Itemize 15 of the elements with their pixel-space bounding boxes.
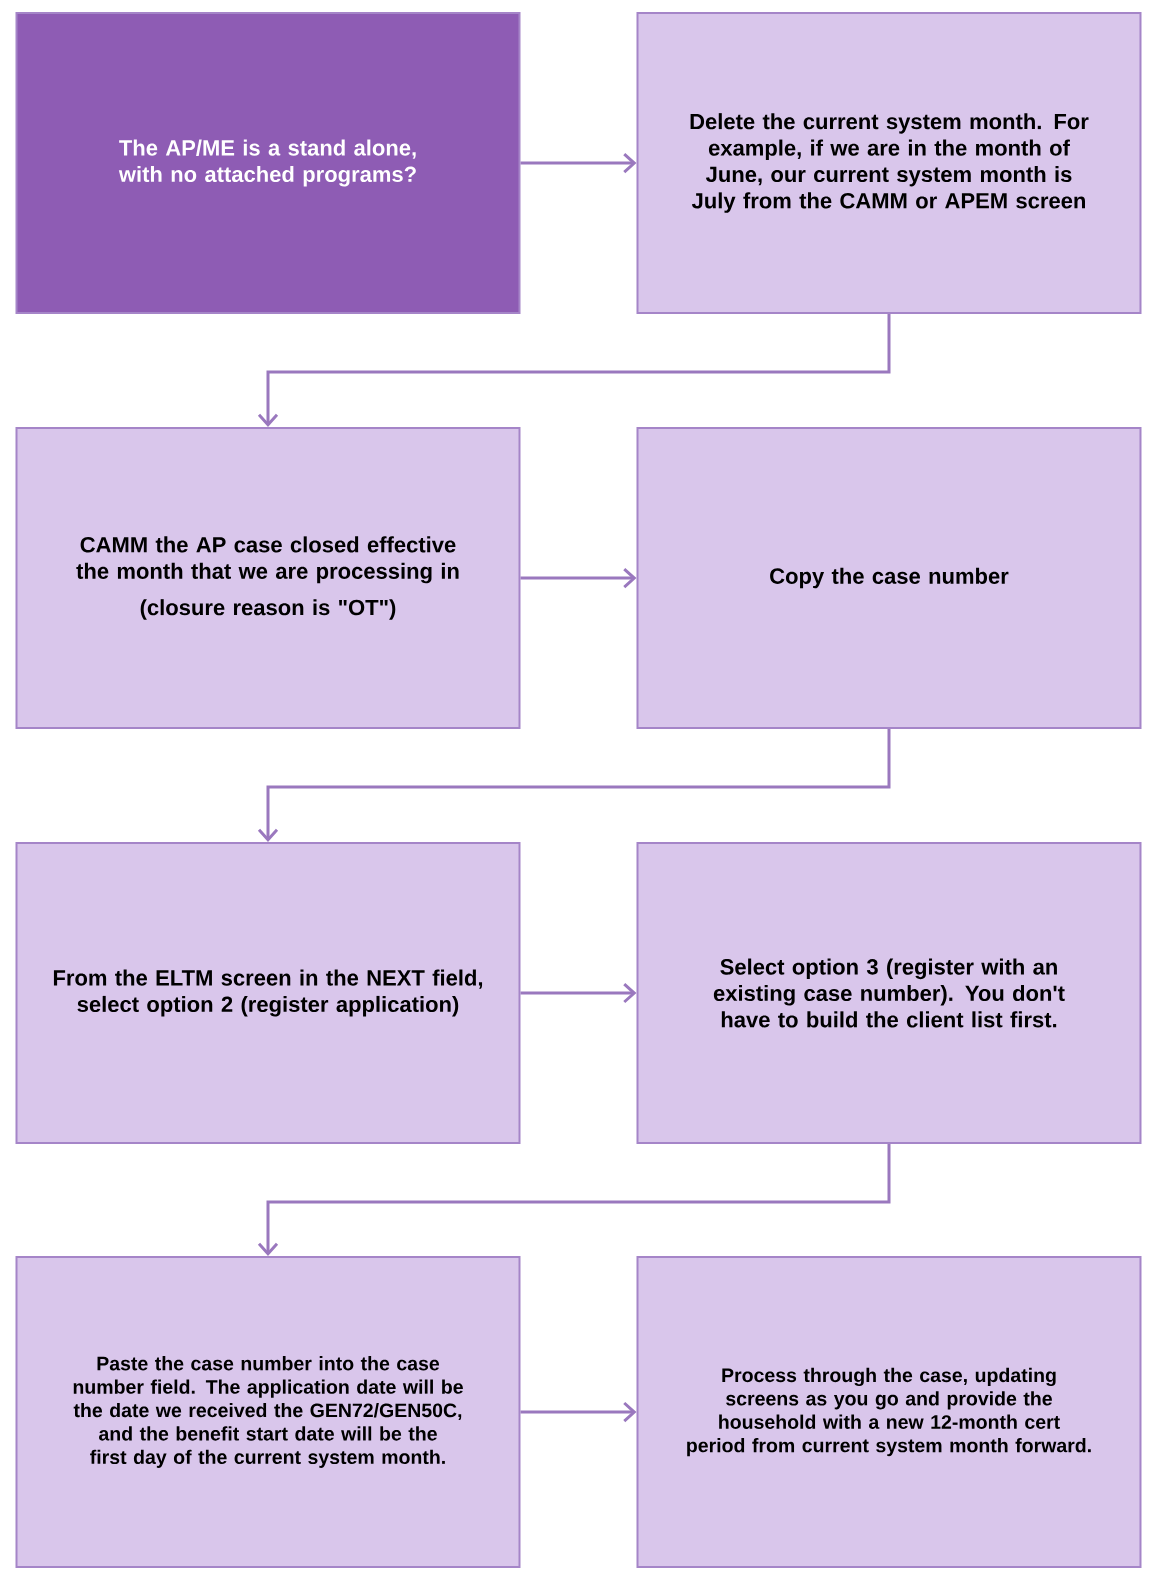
arrow xyxy=(520,1401,637,1423)
process-box: Select option 3 (register with an existing case number). You don't have to build the client list first. xyxy=(636,842,1142,1144)
process-box: Paste the case number into the case number field. The application date will be the date we received the GEN72/GEN50C, and the benefit start date will be the first day of the current system month. xyxy=(15,1256,521,1568)
arrow xyxy=(520,567,637,589)
process-box: CAMM the AP case closed effective the month that we are processing in (closure reason is "OT") xyxy=(15,427,521,729)
arrow xyxy=(257,729,891,842)
process-box: Process through the case, updating screens as you go and provide the household with a new 12-month cert period from current system month forward. xyxy=(636,1256,1142,1568)
arrow xyxy=(520,982,637,1004)
arrow xyxy=(520,152,637,174)
arrow xyxy=(257,1144,891,1256)
process-box: From the ELTM screen in the NEXT field, select option 2 (register application) xyxy=(15,842,521,1144)
process-box: Delete the current system month. For example, if we are in the month of June, our current system month is July from the CAMM or APEM screen xyxy=(636,12,1142,314)
arrow xyxy=(257,314,891,427)
decision-box: The AP/ME is a stand alone, with no attached programs? xyxy=(15,12,521,314)
process-box: Copy the case number xyxy=(636,427,1142,729)
